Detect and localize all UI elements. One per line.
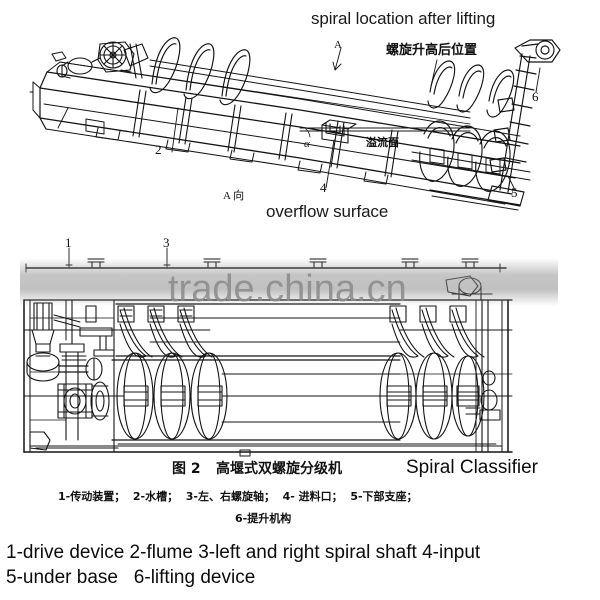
callout-1: 1 [65, 235, 72, 250]
callout-6: 6 [532, 89, 539, 104]
callout-3: 3 [163, 235, 170, 250]
callout-4: 4 [320, 180, 327, 195]
angle-alpha-label: α [304, 138, 310, 150]
legend-en-line-2: 5-under base 6-lifting device [6, 567, 256, 588]
spiral-location-note: spiral location after lifting [311, 9, 496, 28]
overflow-surface-note-en: overflow surface [266, 202, 389, 221]
overflow-surface-note-cn: 溢流面 [366, 136, 399, 149]
spiral-location-note-cn: 螺旋升高后位置 [386, 43, 478, 58]
watermark-text: trade.china.cn [168, 268, 407, 310]
legend-cn-line-1: 1-传动装置； 2-水槽； 3-左、右螺旋轴； 4- 进料口； 5-下部支座； [58, 490, 418, 503]
figure-title-en: Spiral Classifier [406, 457, 538, 478]
section-arrow-label: A [334, 39, 342, 51]
callout-2: 2 [155, 142, 162, 157]
legend-en-line-1: 1-drive device 2-flume 3-left and right … [6, 542, 481, 563]
callout-5: 5 [511, 185, 518, 200]
figure-title-cn: 高堰式双螺旋分级机 [216, 461, 342, 477]
figure-number: 图 2 [172, 461, 201, 477]
legend-cn-line-2: 6-提升机构 [235, 512, 292, 525]
view-direction-label: A 向 [223, 190, 245, 202]
